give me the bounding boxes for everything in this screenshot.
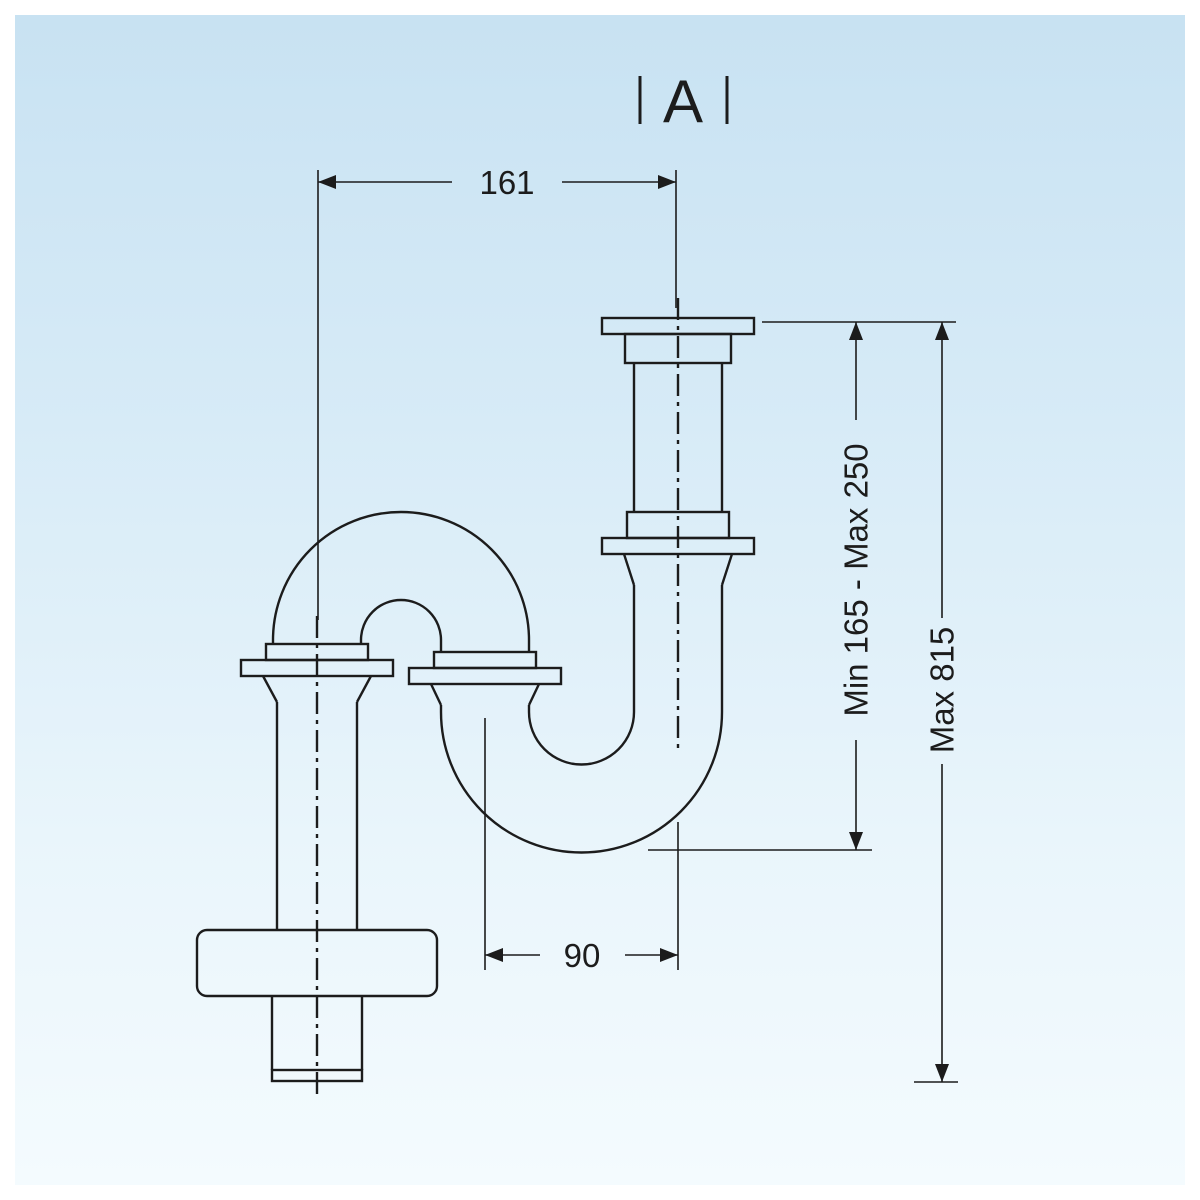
dimension-height-total: Max 815: [914, 322, 961, 1083]
trap-nut-flange: [407, 666, 563, 686]
arrowhead-up: [935, 322, 949, 340]
dimension-value-161: 161: [479, 164, 534, 201]
trap-nut-taper-right: [527, 683, 541, 706]
middle-nut-taper-right: [720, 553, 734, 586]
siphon-body: [195, 298, 756, 1096]
u-bend-outer-arc: [439, 711, 724, 854]
arrowhead-down: [849, 832, 863, 850]
dimension-height-inlet: Min 165 - Max 250: [648, 321, 956, 851]
arrowhead-right: [660, 948, 678, 962]
trap-nut-body: [432, 650, 538, 670]
upper-bend-inner-arc: [359, 598, 443, 641]
outlet-nut-taper-right: [355, 675, 373, 703]
dimension-width-bottom: 90: [484, 718, 679, 974]
outlet-nut-taper-left: [261, 675, 279, 703]
dimension-value-min-max: Min 165 - Max 250: [838, 443, 875, 716]
u-bend-inner-arc: [527, 711, 636, 766]
arrowhead-up: [849, 322, 863, 340]
arrowhead-left: [318, 175, 336, 189]
dimension-width-top: 161: [317, 164, 677, 620]
dimension-value-90: 90: [564, 937, 601, 974]
dimension-value-max-815: Max 815: [924, 627, 961, 754]
arrowhead-left: [485, 948, 503, 962]
arrowhead-right: [658, 175, 676, 189]
section-marker: A: [638, 68, 729, 135]
trap-nut-taper-left: [429, 683, 443, 706]
drawing-background: [15, 15, 1185, 1185]
top-nut-body: [623, 332, 733, 365]
arrowhead-down: [935, 1064, 949, 1082]
section-label: A: [663, 68, 703, 135]
middle-nut-taper-left: [622, 553, 636, 586]
upper-bend-outer-arc: [271, 510, 531, 641]
